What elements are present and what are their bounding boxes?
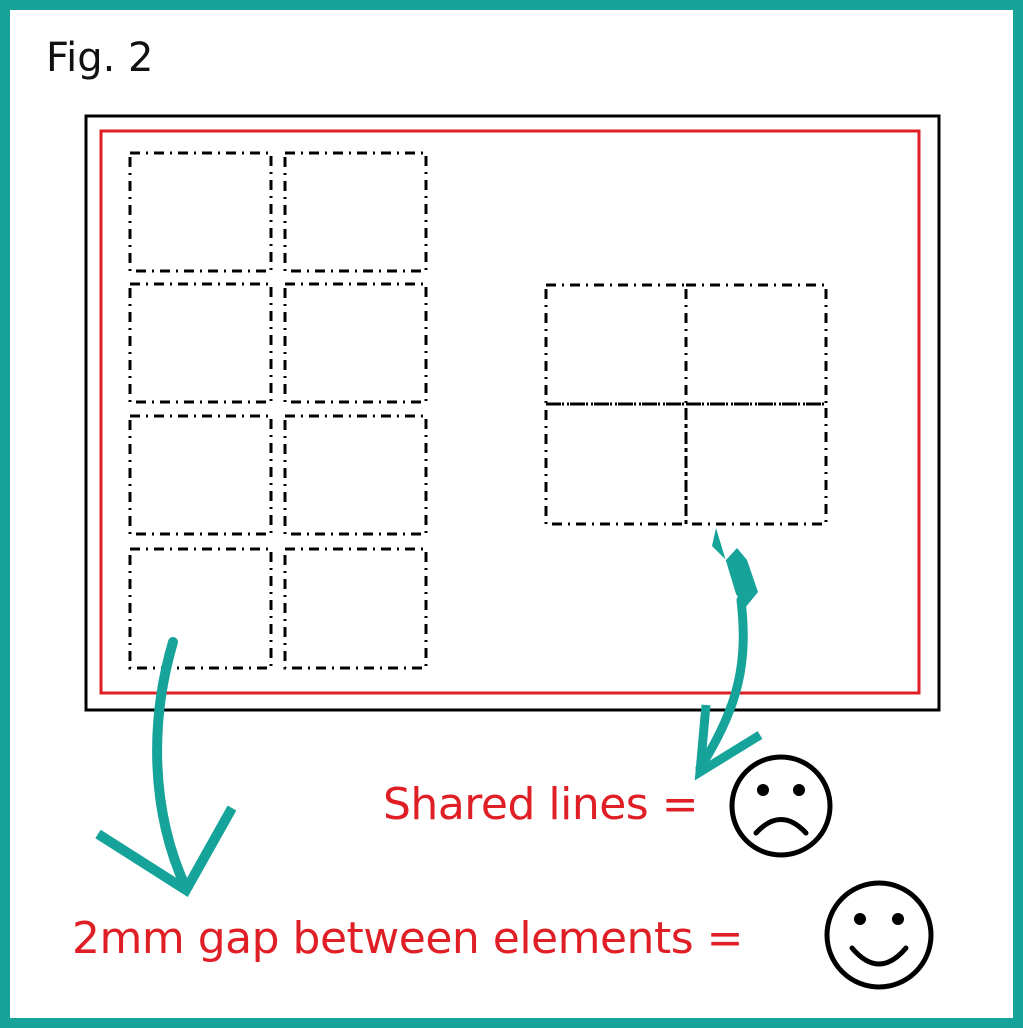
smiley-face-icon [824, 880, 934, 990]
shared-element [544, 283, 688, 406]
sheet-outline [84, 114, 941, 712]
gapped-element [128, 282, 273, 404]
shared-element [544, 402, 688, 526]
shared-element [684, 283, 828, 406]
gapped-element [283, 414, 428, 536]
gapped-element [128, 414, 273, 536]
shared-element [684, 402, 828, 526]
gapped-element [283, 282, 428, 404]
gapped-elements-group [128, 151, 428, 670]
arrow-gap [95, 637, 237, 898]
gap-caption: 2mm gap between elements = [72, 913, 743, 964]
gapped-element [128, 547, 273, 670]
sad-face-icon [729, 754, 833, 858]
figure-label: Fig. 2 [46, 35, 154, 81]
arrow-shared-lines [694, 528, 763, 781]
bleed-line [99, 129, 921, 695]
shared-lines-caption: Shared lines = [383, 779, 699, 830]
gapped-element [128, 151, 273, 273]
gapped-element [283, 547, 428, 670]
gapped-element [283, 151, 428, 273]
shared-lines-group [544, 283, 828, 526]
